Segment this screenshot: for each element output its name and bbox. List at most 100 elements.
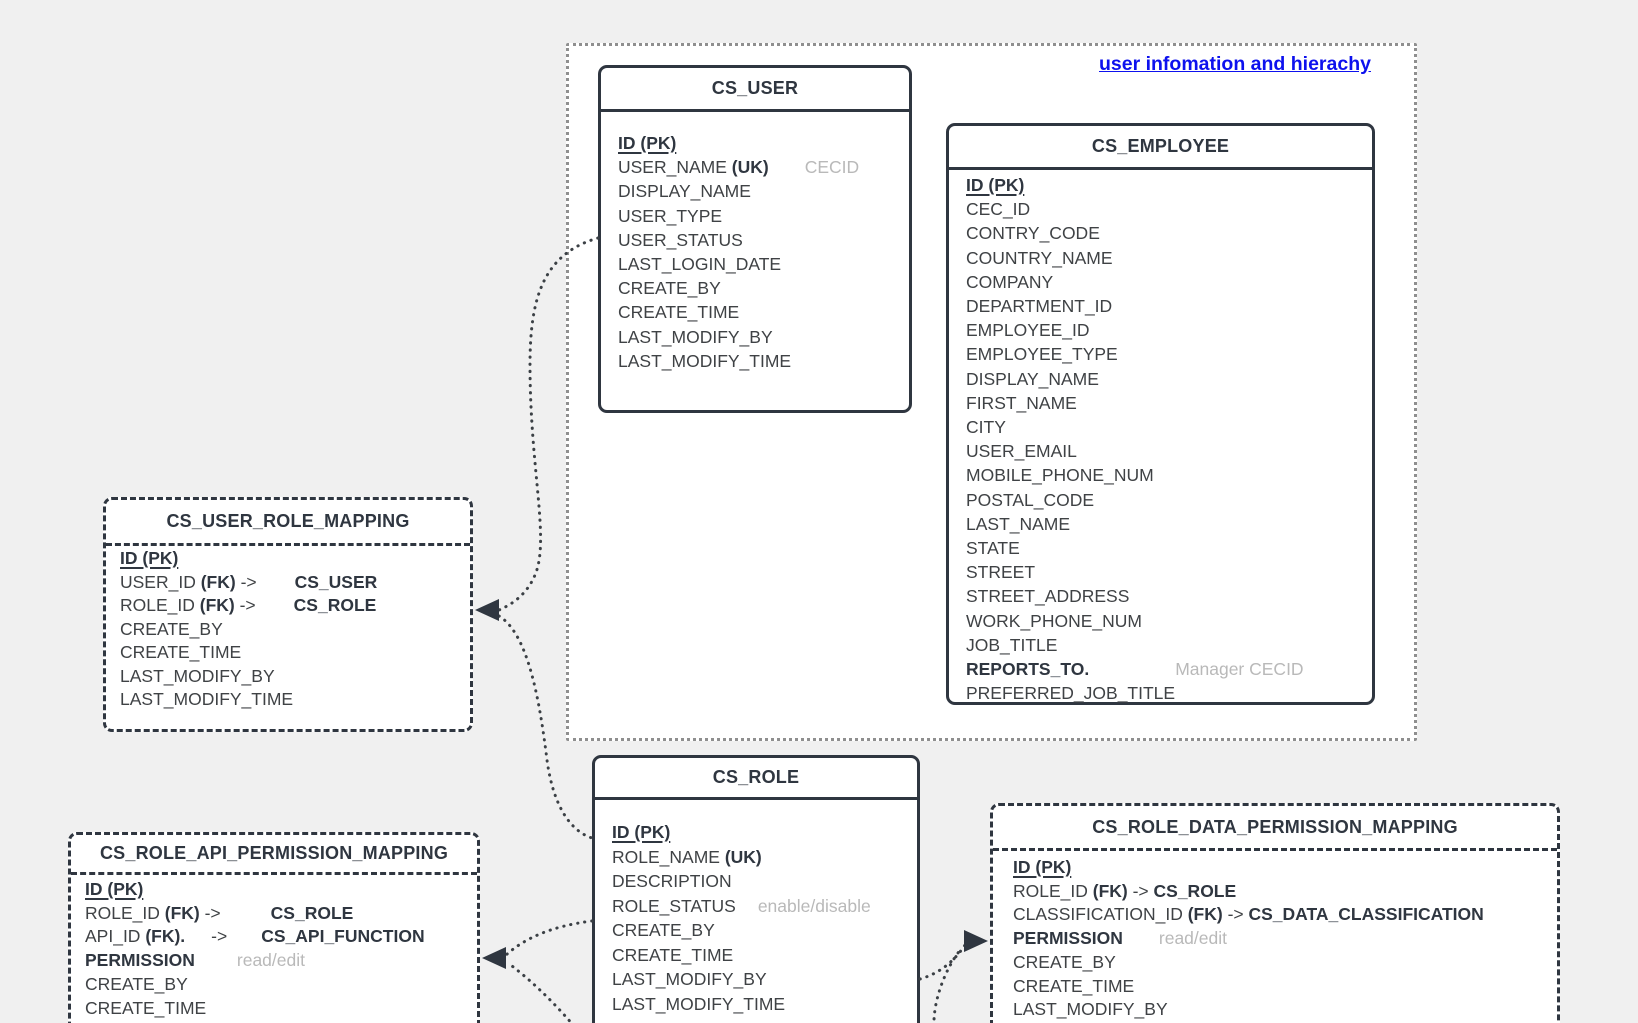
field-text: CS_ROLE <box>1153 880 1237 901</box>
table-row: COMPANY <box>966 270 1372 294</box>
field-text: CLASSIFICATION_ID <box>1013 904 1188 925</box>
field-text: (UK) <box>731 157 769 178</box>
table-row: ID (PK) <box>85 878 477 902</box>
table-row: FIRST_NAME <box>966 391 1372 415</box>
field-text: REPORTS_TO. <box>966 659 1090 680</box>
field-text: DISPLAY_NAME <box>966 368 1099 389</box>
entity-cs-role[interactable]: CS_ROLE ID (PK)ROLE_NAME (UK)DESCRIPTION… <box>592 755 920 1023</box>
table-row: CREATE_BY <box>1013 951 1557 975</box>
table-row: PREFERRED_JOB_TITLE <box>966 681 1372 705</box>
arrowhead-icon <box>964 930 988 952</box>
entity-title: CS_USER_ROLE_MAPPING <box>106 500 470 546</box>
field-text: ID (PK) <box>120 548 179 568</box>
entity-title: CS_ROLE_DATA_PERMISSION_MAPPING <box>993 806 1557 851</box>
table-row: CITY <box>966 415 1372 439</box>
field-text: JOB_TITLE <box>966 634 1058 655</box>
field-text: USER_EMAIL <box>966 441 1077 462</box>
table-row: LAST_MODIFY_BY <box>120 665 470 689</box>
entity-fields: ID (PK)USER_NAME (UK) CECID DISPLAY_NAME US… <box>601 112 909 373</box>
table-row: CONTRY_CODE <box>966 221 1372 245</box>
field-text: LAST_MODIFY_TIME <box>612 993 786 1014</box>
field-text: CREATE_BY <box>1013 951 1116 972</box>
table-row: STATE <box>966 536 1372 560</box>
table-row: CEC_ID <box>966 197 1372 221</box>
field-text: (FK) <box>164 902 200 923</box>
field-text: ID (PK) <box>85 879 144 899</box>
field-text: ID (PK) <box>1013 857 1072 877</box>
table-row: EMPLOYEE_ID <box>966 318 1372 342</box>
field-text: CONTRY_CODE <box>966 223 1100 244</box>
field-text: MOBILE_PHONE_NUM <box>966 465 1154 486</box>
table-row: LAST_LOGIN_DATE <box>618 252 909 276</box>
field-text: WORK_PHONE_NUM <box>966 610 1142 631</box>
field-text: (FK) <box>1092 880 1128 901</box>
field-text: CS_USER <box>294 571 378 592</box>
table-row: LAST_MODIFY_BY <box>618 325 909 349</box>
field-text: ID (PK) <box>966 175 1025 195</box>
entity-title: CS_USER <box>601 68 909 112</box>
field-text: CECID <box>804 157 860 178</box>
field-text: STREET <box>966 562 1036 583</box>
table-row: JOB_TITLE <box>966 633 1372 657</box>
table-row: USER_STATUS <box>618 228 909 252</box>
field-text: USER_NAME <box>618 157 732 178</box>
entity-cs-user[interactable]: CS_USER ID (PK)USER_NAME (UK) CECID DISPLA… <box>598 65 912 413</box>
field-text: -> <box>211 926 228 947</box>
field-text: USER_TYPE <box>618 205 723 226</box>
field-text: USER_ID <box>120 571 201 592</box>
table-row: ID (PK) <box>1013 856 1557 880</box>
connector-role-to-datamapping <box>918 943 967 981</box>
field-text: -> <box>1222 904 1249 925</box>
field-text: ROLE_ID <box>120 595 200 615</box>
table-row: ID (PK) <box>966 173 1372 197</box>
table-row: LAST_MODIFY_TIME <box>612 992 917 1017</box>
table-row: MOBILE_PHONE_NUM <box>966 463 1372 487</box>
table-row: CREATE_BY <box>85 973 477 997</box>
entity-cs-user-role-mapping[interactable]: CS_USER_ROLE_MAPPING ID (PK)USER_ID (FK)… <box>103 497 473 732</box>
field-text: LAST_MODIFY_TIME <box>618 350 792 371</box>
table-row: ID (PK) <box>618 131 909 155</box>
field-text: COMPANY <box>966 271 1054 292</box>
table-row: EMPLOYEE_TYPE <box>966 342 1372 366</box>
field-text: PERMISSION <box>1013 928 1123 949</box>
table-row: ROLE_ID (FK) ->CS_ROLE <box>120 594 470 618</box>
field-text: ROLE_STATUS <box>612 895 736 916</box>
table-row: POSTAL_CODE <box>966 488 1372 512</box>
field-text: CS_ROLE <box>270 902 354 923</box>
field-text: CS_DATA_CLASSIFICATION <box>1248 904 1484 925</box>
table-row: ID (PK) <box>120 547 470 571</box>
field-text: LAST_NAME <box>966 513 1071 534</box>
table-row: STREET <box>966 560 1372 584</box>
field-text: DESCRIPTION <box>612 871 732 891</box>
field-text: CS_API_FUNCTION <box>261 926 425 947</box>
field-text: EMPLOYEE_ID <box>966 320 1090 341</box>
entity-cs-role-api-permission-mapping[interactable]: CS_ROLE_API_PERMISSION_MAPPING ID (PK)RO… <box>68 832 480 1023</box>
table-row: ID (PK) <box>612 820 917 845</box>
field-text: LAST_MODIFY_BY <box>1013 999 1168 1020</box>
field-text: CREATE_TIME <box>85 997 207 1018</box>
field-text: CREATE_BY <box>120 618 223 639</box>
field-text: ROLE_NAME <box>612 846 725 867</box>
group-hyperlink[interactable]: user infomation and hierachy <box>1099 53 1371 75</box>
table-row: REPORTS_TO. Manager CECID <box>966 657 1372 681</box>
entity-title: CS_ROLE_API_PERMISSION_MAPPING <box>71 835 477 875</box>
field-text: CREATE_TIME <box>612 944 734 965</box>
field-text: USER_STATUS <box>618 229 743 250</box>
field-text: -> <box>199 902 221 923</box>
field-text: STREET_ADDRESS <box>966 586 1130 607</box>
table-row: CREATE_TIME <box>612 943 917 968</box>
field-text: COUNTRY_NAME <box>966 247 1113 268</box>
field-text: read/edit <box>236 950 305 971</box>
field-text: Manager CECID <box>1175 659 1304 680</box>
field-text: EMPLOYEE_TYPE <box>966 344 1118 365</box>
table-row: CREATE_BY <box>120 618 470 642</box>
entity-cs-role-data-permission-mapping[interactable]: CS_ROLE_DATA_PERMISSION_MAPPING ID (PK)R… <box>990 803 1560 1023</box>
field-text: (FK) <box>1187 904 1223 925</box>
field-text: DISPLAY_NAME <box>618 181 751 202</box>
